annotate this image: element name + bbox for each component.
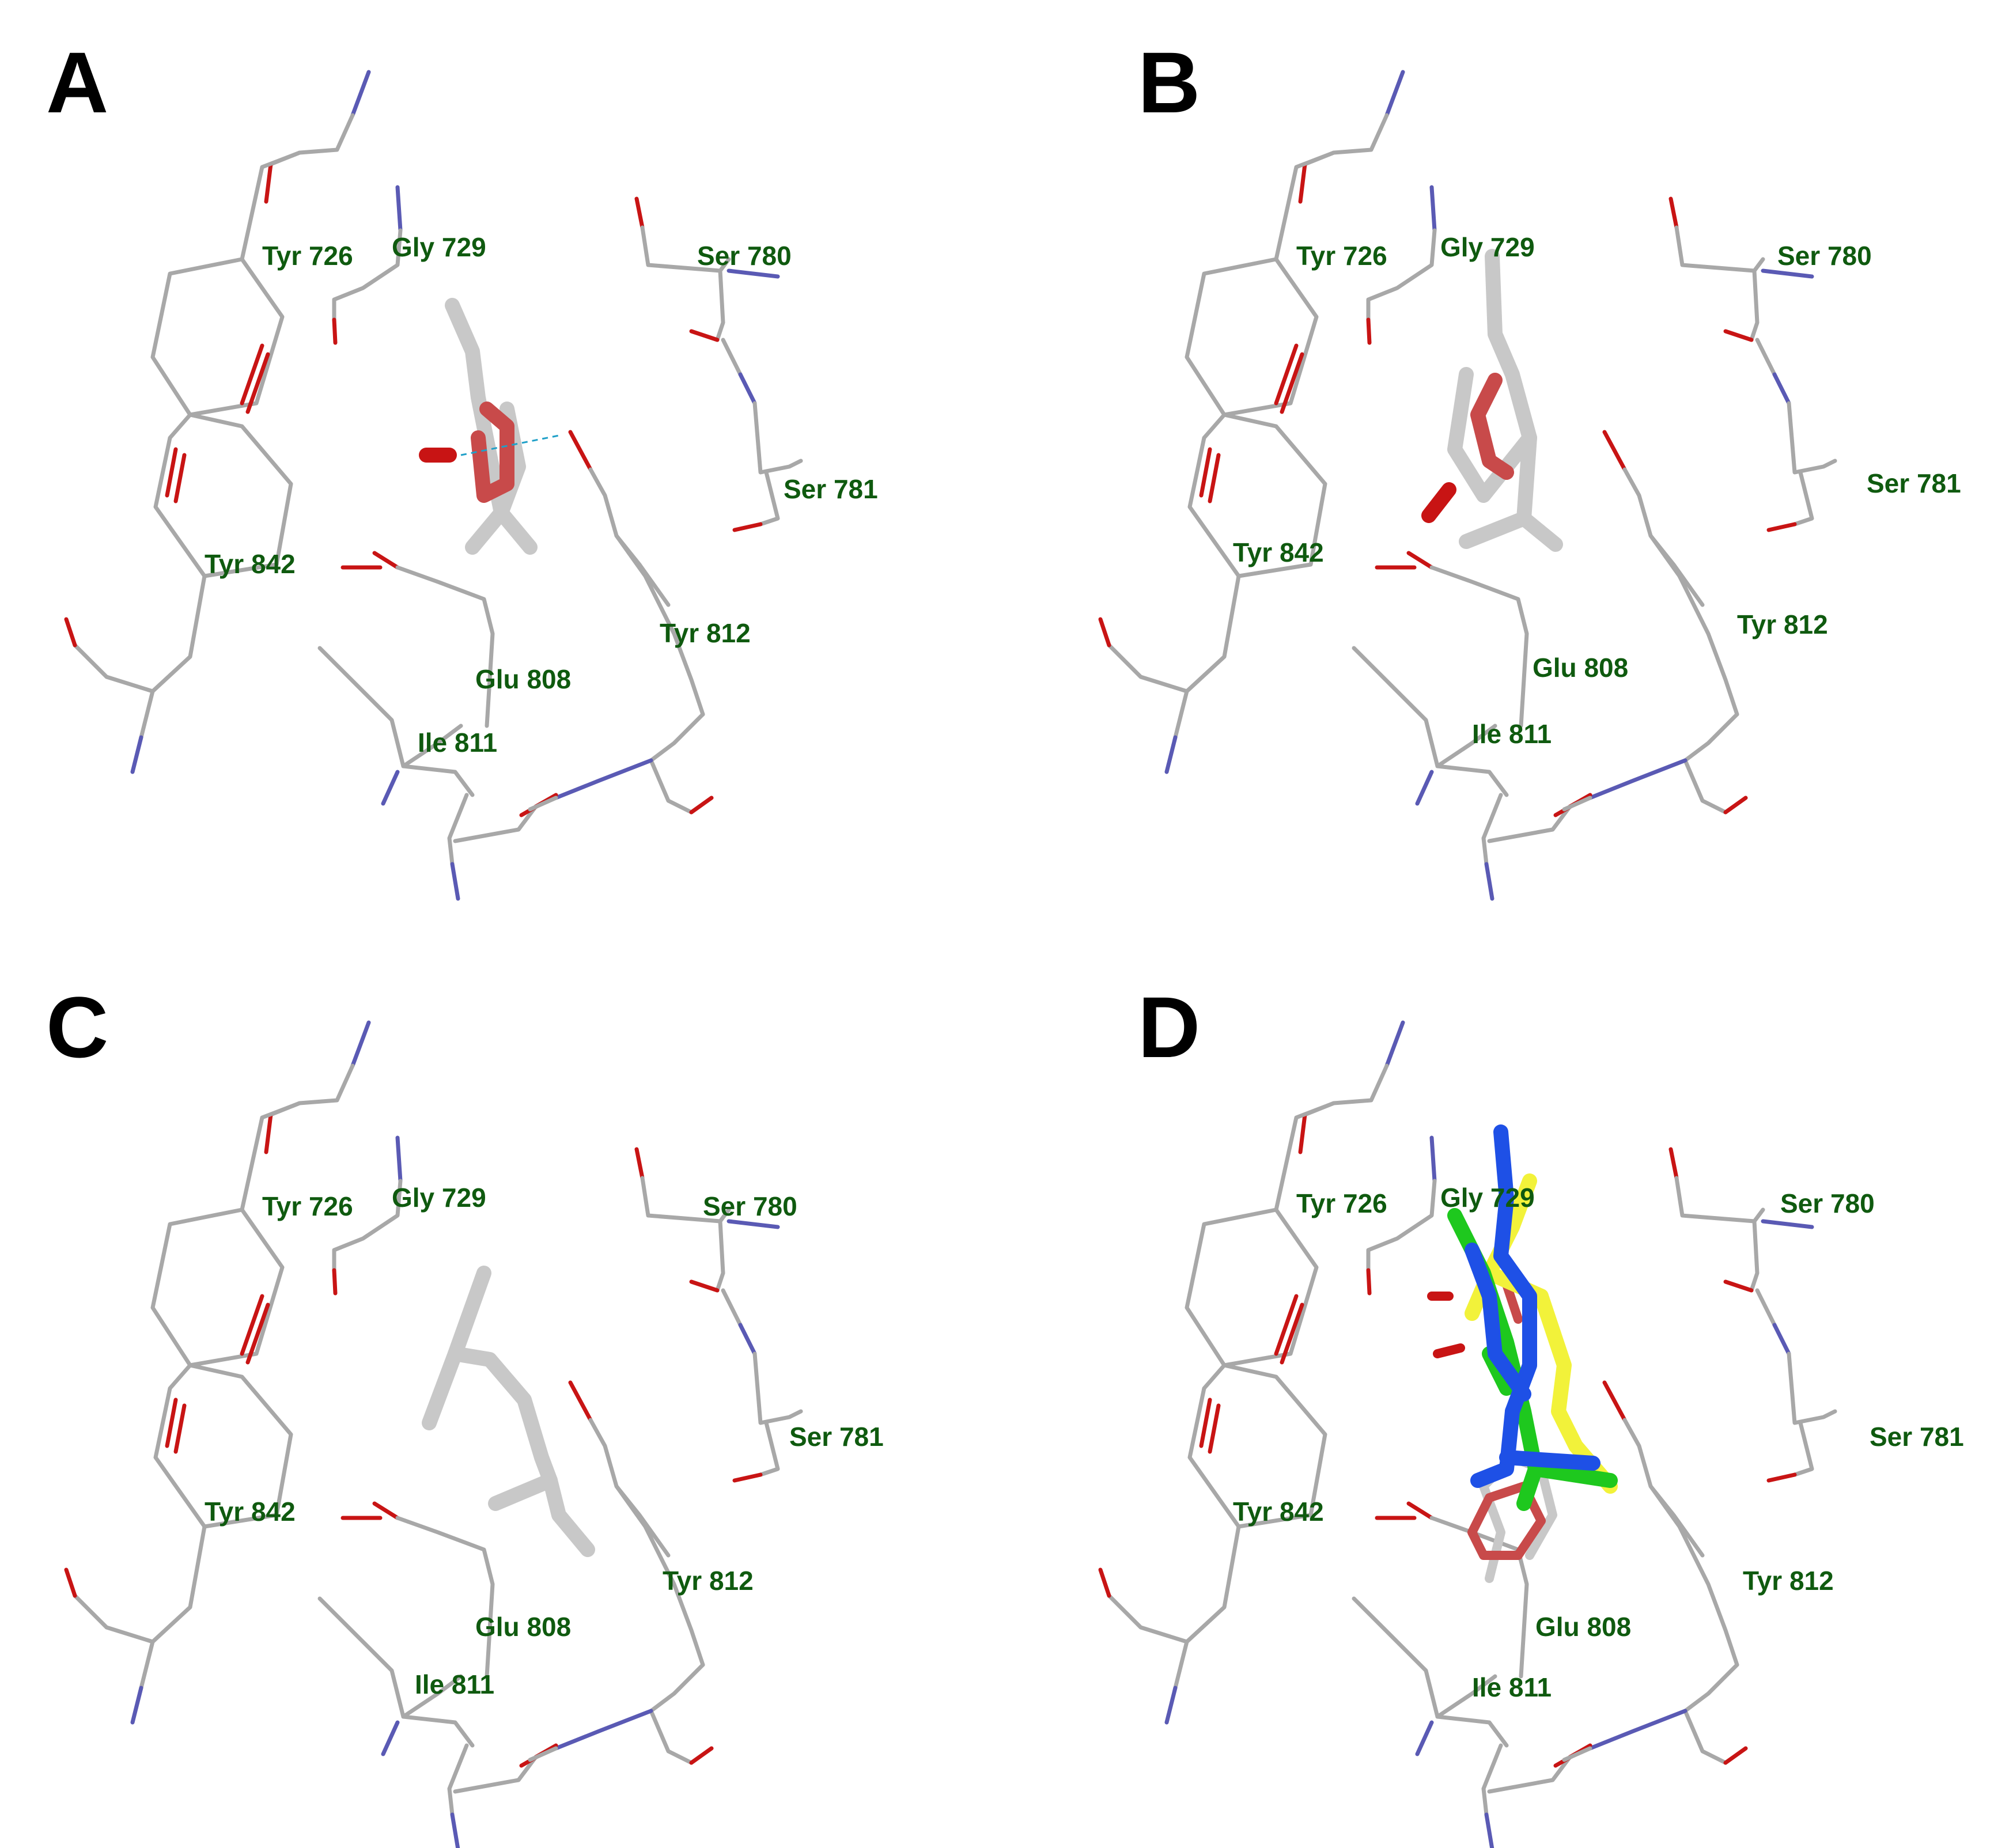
- residue-label-ser781: Ser 781: [789, 1422, 884, 1452]
- residue-label-ser780: Ser 780: [697, 241, 792, 271]
- binding-site-residues: [1100, 1023, 1835, 1848]
- residue-label-gly729: Gly 729: [392, 1183, 486, 1213]
- panel-c: C Tyr 726 Gly 729 Ser 780 Ser 781 Tyr 84…: [46, 979, 884, 1848]
- panel-a: A Tyr 726 Gly 729 Ser 780 Ser 781 Tyr 84…: [46, 34, 878, 899]
- residue-label-ile811: Ile 811: [418, 728, 497, 758]
- panel-letter: D: [1138, 979, 1200, 1076]
- residue-label-tyr726: Tyr 726: [262, 1191, 353, 1221]
- residue-label-ser780: Ser 780: [1777, 241, 1872, 271]
- panel-d: D Tyr 726 Gly 729 Ser 780 Ser 781 Tyr 84…: [1100, 979, 1964, 1848]
- residue-label-ser781: Ser 781: [1870, 1422, 1964, 1452]
- residue-label-tyr726: Tyr 726: [262, 241, 353, 271]
- panel-letter: A: [46, 34, 108, 131]
- residue-label-glu808: Glu 808: [1533, 653, 1628, 683]
- ligand-structure: [429, 1273, 588, 1550]
- residue-label-tyr812: Tyr 812: [1737, 609, 1828, 639]
- ligand-structure: [1429, 256, 1556, 544]
- residue-label-tyr842: Tyr 842: [1233, 537, 1324, 567]
- residue-label-gly729: Gly 729: [1440, 1183, 1535, 1213]
- residue-label-tyr842: Tyr 842: [1233, 1497, 1324, 1527]
- residue-label-tyr812: Tyr 812: [663, 1566, 754, 1596]
- panel-letter: C: [46, 979, 108, 1076]
- residue-label-glu808: Glu 808: [475, 1612, 571, 1642]
- panel-letter: B: [1138, 34, 1200, 131]
- residue-label-tyr812: Tyr 812: [1743, 1566, 1834, 1596]
- binding-site-residues: [1100, 72, 1835, 899]
- residue-label-ser780: Ser 780: [703, 1191, 797, 1221]
- residue-label-ser780: Ser 780: [1780, 1188, 1875, 1218]
- residue-label-ser781: Ser 781: [784, 474, 878, 504]
- residue-label-gly729: Gly 729: [392, 232, 486, 262]
- binding-site-residues: [66, 72, 801, 899]
- residue-label-glu808: Glu 808: [1535, 1612, 1631, 1642]
- residue-label-tyr726: Tyr 726: [1296, 241, 1387, 271]
- residue-label-tyr842: Tyr 842: [205, 1497, 296, 1527]
- residue-label-ser781: Ser 781: [1867, 468, 1961, 498]
- residue-label-tyr726: Tyr 726: [1296, 1188, 1387, 1218]
- residue-label-tyr812: Tyr 812: [660, 618, 751, 648]
- binding-site-residues: [66, 1023, 801, 1848]
- residue-label-tyr842: Tyr 842: [205, 549, 296, 579]
- residue-label-ile811: Ile 811: [415, 1669, 494, 1699]
- ligand-structure: [426, 305, 562, 547]
- residue-label-gly729: Gly 729: [1440, 232, 1535, 262]
- panel-b: B Tyr 726 Gly 729 Ser 780 Ser 781 Tyr 84…: [1100, 34, 1961, 899]
- residue-label-ile811: Ile 811: [1472, 1672, 1552, 1702]
- residue-label-ile811: Ile 811: [1472, 719, 1552, 749]
- residue-label-glu808: Glu 808: [475, 664, 571, 694]
